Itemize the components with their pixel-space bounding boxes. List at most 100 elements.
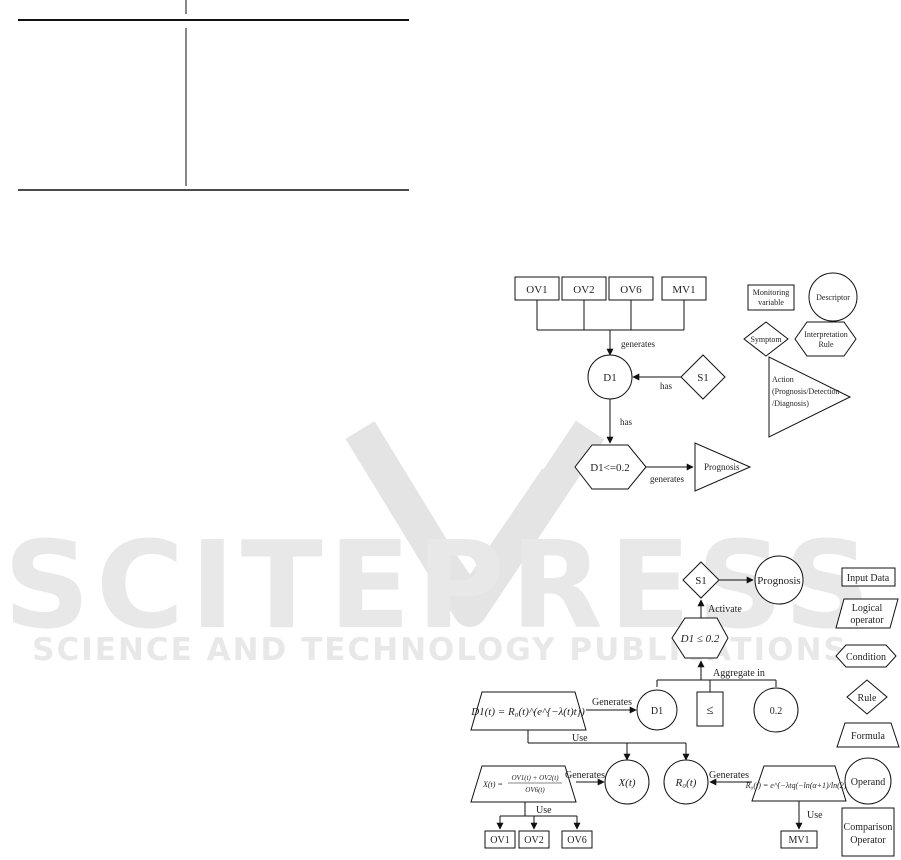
d2-leaf-mv1: MV1	[780, 830, 818, 849]
svg-text:D1(t) = R₀(t)^(e^{−λ(t)t}): D1(t) = R₀(t)^(e^{−λ(t)t})	[470, 706, 585, 718]
d2-r0-operand: R₀(t)	[663, 759, 709, 805]
svg-text:D1: D1	[603, 372, 616, 384]
d2-leq-operator: ≤	[696, 691, 724, 727]
d2-generates-label-3: Generates	[709, 770, 749, 781]
svg-text:MV1: MV1	[672, 284, 695, 296]
svg-text:Operator: Operator	[850, 835, 886, 846]
d2-legend-condition: Condition	[835, 644, 897, 668]
svg-text:Input Data: Input Data	[847, 573, 890, 584]
d2-legend-operand: Operand	[844, 757, 892, 805]
svg-text:Rule: Rule	[818, 340, 834, 349]
svg-text:OV6: OV6	[620, 284, 642, 296]
watermark: SCITEPRESS SCIENCE AND TECHNOLOGY PUBLIC…	[4, 420, 877, 668]
svg-text:Condition: Condition	[846, 652, 886, 663]
d1-has-label-2: has	[620, 417, 632, 427]
d2-condition: D1 ≤ 0.2	[671, 617, 729, 659]
d2-use-label-3: Use	[807, 810, 823, 821]
svg-text:Prognosis: Prognosis	[704, 462, 740, 472]
d2-use-label-2: Use	[536, 805, 552, 816]
watermark-logo	[345, 420, 605, 627]
svg-text:R₀(t) = e^{−λtq(−ln(α+1)/ln(2): R₀(t) = e^{−λtq(−ln(α+1)/ln(2))}	[745, 781, 853, 790]
diagram-1: OV1 OV2 OV6 MV1 generates D1	[514, 272, 858, 492]
table-fragment	[18, 0, 409, 191]
d1-legend-action: Action (Prognosis/Detection /Diagnosis)	[768, 356, 852, 438]
d1-descriptor: D1	[587, 354, 633, 400]
d2-legend-logical-operator: Logical operator	[835, 598, 899, 629]
diagram-2: S1 Prognosis Activate D1 ≤ 0.2 Aggregate…	[470, 555, 900, 857]
d2-x-formula: X(t) = OV1(t) + OV2(t) OV6(t)	[470, 765, 577, 803]
svg-text:S1: S1	[695, 575, 707, 587]
d2-prognosis: Prognosis	[754, 555, 804, 605]
d1-input-ov6: OV6	[608, 276, 654, 301]
d2-leaf-ov1: OV1	[484, 830, 516, 849]
svg-text:X(t): X(t)	[617, 777, 635, 789]
svg-text:≤: ≤	[706, 702, 713, 717]
svg-text:0.2: 0.2	[770, 706, 783, 717]
d2-d1-formula: D1(t) = R₀(t)^(e^{−λ(t)t})	[470, 691, 587, 731]
svg-text:operator: operator	[850, 615, 884, 626]
svg-text:Interpretation: Interpretation	[804, 330, 848, 339]
d1-input-ov1: OV1	[514, 276, 560, 301]
svg-text:Monitoring: Monitoring	[753, 288, 789, 297]
d2-legend-input-data: Input Data	[841, 567, 896, 587]
d1-generates-label: generates	[621, 339, 655, 349]
svg-text:Rule: Rule	[858, 693, 877, 704]
d2-legend-rule: Rule	[846, 679, 888, 715]
d2-leaf-ov6: OV6	[561, 830, 593, 849]
svg-text:Symptom: Symptom	[750, 335, 782, 344]
d2-s1: S1	[682, 561, 720, 599]
d1-rule: D1<=0.2	[574, 444, 647, 490]
svg-text:D1 ≤ 0.2: D1 ≤ 0.2	[680, 633, 720, 645]
svg-text:OV6(t): OV6(t)	[525, 786, 545, 794]
svg-text:Descriptor: Descriptor	[816, 293, 850, 302]
d2-legend-comparison-operator: Comparison Operator	[841, 807, 895, 857]
d1-legend-interp-rule: Interpretation Rule	[794, 321, 857, 357]
d1-legend-monitoring: Monitoring variable	[747, 284, 795, 311]
d2-legend-formula: Formula	[836, 722, 900, 748]
watermark-main: SCITEPRESS	[4, 517, 877, 656]
d1-legend-descriptor: Descriptor	[808, 272, 858, 322]
svg-text:OV1: OV1	[526, 284, 547, 296]
svg-text:S1: S1	[697, 372, 709, 384]
d2-generates-label-1: Generates	[592, 697, 632, 708]
svg-text:OV1(t) + OV2(t): OV1(t) + OV2(t)	[511, 774, 559, 782]
d1-has-label-1: has	[660, 381, 672, 391]
d2-aggregate-lines	[656, 660, 777, 692]
svg-text:R₀(t): R₀(t)	[675, 777, 697, 789]
svg-text:D1<=0.2: D1<=0.2	[590, 462, 630, 474]
svg-text:/Diagnosis): /Diagnosis)	[772, 399, 809, 408]
svg-text:Operand: Operand	[851, 777, 885, 788]
d2-r0-formula: R₀(t) = e^{−λtq(−ln(α+1)/ln(2))}	[745, 765, 853, 802]
d2-generates-label-2: Generates	[565, 770, 605, 781]
d2-leaf-ov2: OV2	[518, 830, 550, 849]
d2-const-operand: 0.2	[753, 687, 799, 733]
d1-legend-symptom: Symptom	[743, 321, 789, 357]
svg-text:Logical: Logical	[852, 603, 883, 614]
svg-text:Prognosis: Prognosis	[757, 575, 800, 587]
svg-text:OV2: OV2	[573, 284, 594, 296]
svg-text:OV2: OV2	[524, 835, 543, 846]
svg-text:D1: D1	[651, 706, 663, 717]
d2-activate-label: Activate	[708, 604, 742, 615]
d2-aggregate-label: Aggregate in	[713, 668, 765, 679]
d1-legend: Monitoring variable Descriptor Symptom I…	[743, 272, 858, 438]
svg-text:OV6: OV6	[567, 835, 586, 846]
d1-input-mv1: MV1	[661, 276, 707, 301]
svg-text:Action: Action	[772, 375, 794, 384]
svg-text:X(t) =: X(t) =	[482, 780, 503, 789]
d2-d1-operand: D1	[636, 689, 678, 731]
d1-input-ov2: OV2	[561, 276, 607, 301]
svg-text:Formula: Formula	[851, 731, 885, 742]
svg-text:OV1: OV1	[490, 835, 509, 846]
svg-text:MV1: MV1	[788, 835, 809, 846]
d2-x-operand: X(t)	[604, 759, 650, 805]
d2-use-label-1: Use	[572, 733, 588, 744]
svg-text:variable: variable	[758, 298, 784, 307]
d1-symptom: S1	[680, 354, 726, 400]
d1-aggregation-lines	[536, 300, 685, 356]
d2-leaf-lines	[496, 801, 803, 830]
svg-text:Comparison: Comparison	[844, 822, 893, 833]
d1-action: Prognosis	[694, 442, 752, 492]
d1-generates-label-2: generates	[650, 474, 684, 484]
